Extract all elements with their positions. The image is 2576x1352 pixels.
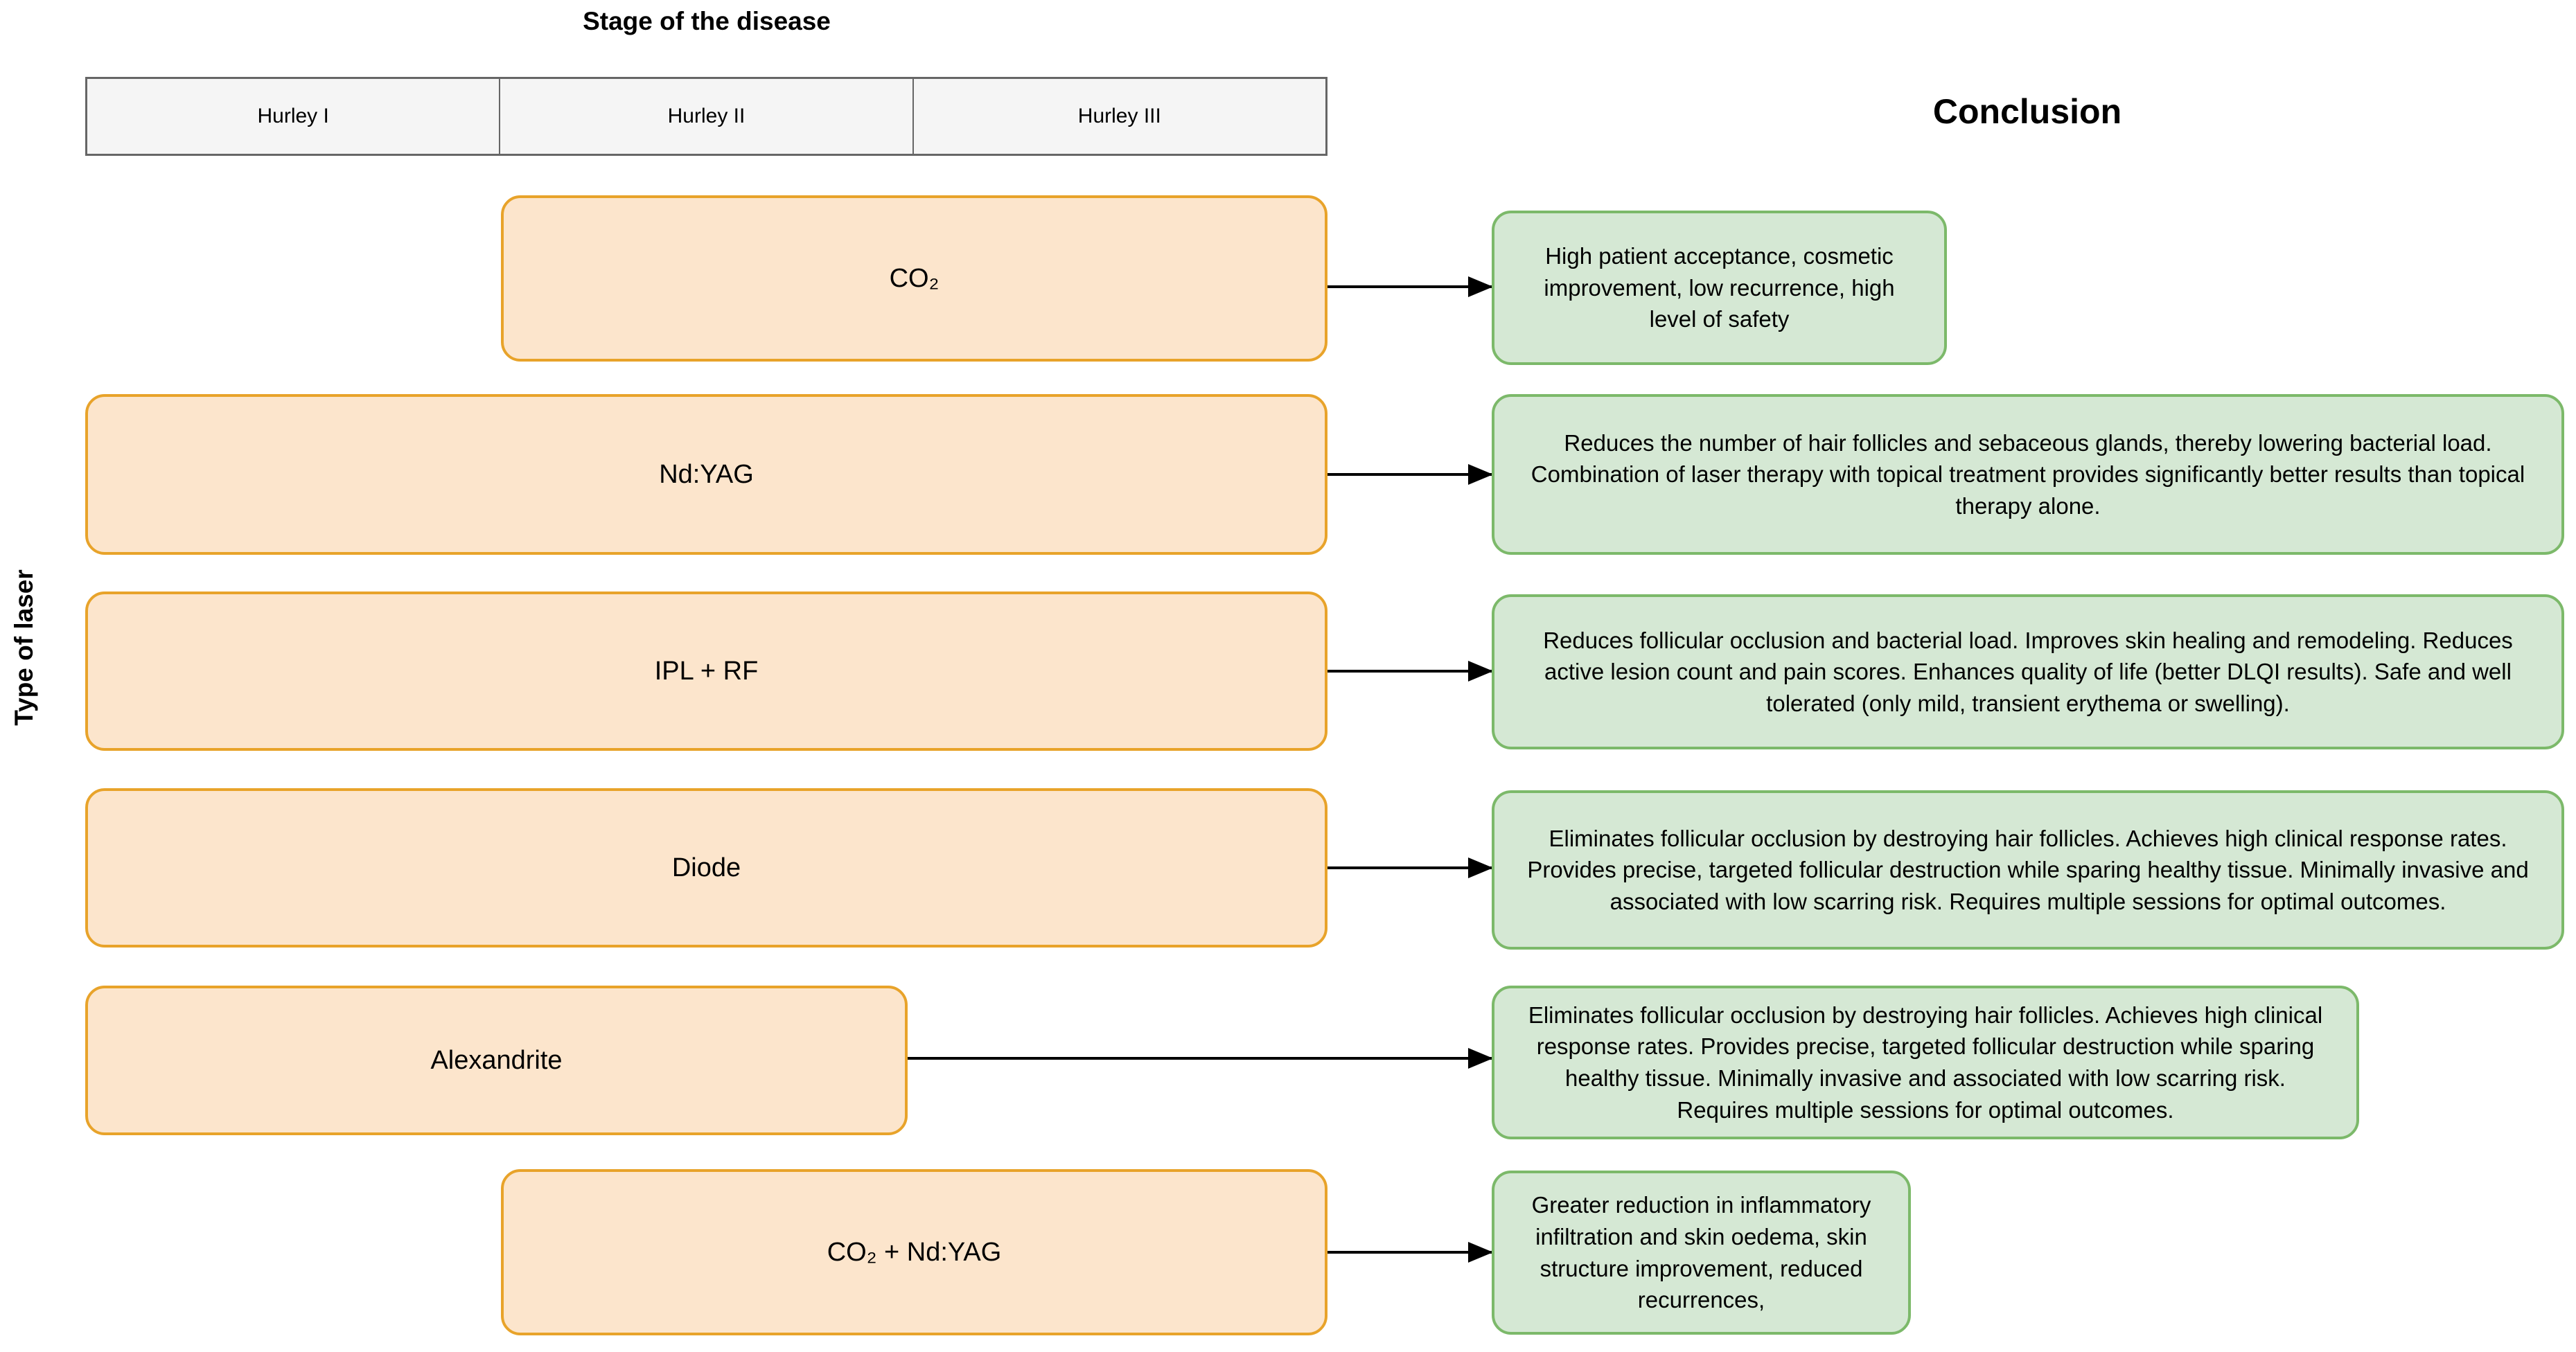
stage-header-row: Hurley I Hurley II Hurley III <box>85 77 1327 156</box>
connector-arrow-co2 <box>1327 276 1493 297</box>
laser-axis-title: Type of laser <box>10 569 38 726</box>
stage-axis-title: Stage of the disease <box>583 7 831 35</box>
laser-box-diode: Diode <box>85 788 1327 948</box>
conclusion-box-diode: Eliminates follicular occlusion by destr… <box>1492 790 2564 950</box>
connector-arrow-ndyag <box>1327 464 1493 485</box>
conclusion-column-title: Conclusion <box>1932 92 2122 131</box>
laser-box-ndyag: Nd:YAG <box>85 394 1327 555</box>
laser-box-co2-ndyag: CO₂ + Nd:YAG <box>501 1169 1327 1335</box>
stage-cell-hurley-2: Hurley II <box>500 79 914 154</box>
conclusion-box-ndyag: Reduces the number of hair follicles and… <box>1492 394 2564 555</box>
laser-box-alexandrite: Alexandrite <box>85 986 908 1135</box>
stage-cell-hurley-3: Hurley III <box>1077 105 1161 127</box>
laser-box-ipl-rf: IPL + RF <box>85 592 1327 751</box>
connector-arrow-ipl-rf <box>1327 661 1493 682</box>
stage-cell-hurley-1: Hurley I <box>87 79 501 154</box>
conclusion-box-alexandrite: Eliminates follicular occlusion by destr… <box>1492 986 2359 1139</box>
connector-arrow-diode <box>1327 857 1493 878</box>
conclusion-box-co2-ndyag: Greater reduction in inflammatory infilt… <box>1492 1171 1911 1335</box>
laser-box-co2: CO₂ <box>501 195 1327 362</box>
connector-arrow-alexandrite <box>908 1048 1493 1069</box>
connector-arrow-co2-ndyag <box>1327 1242 1493 1263</box>
conclusion-box-ipl-rf: Reduces follicular occlusion and bacteri… <box>1492 594 2564 749</box>
conclusion-box-co2: High patient acceptance, cosmetic improv… <box>1492 211 1947 365</box>
